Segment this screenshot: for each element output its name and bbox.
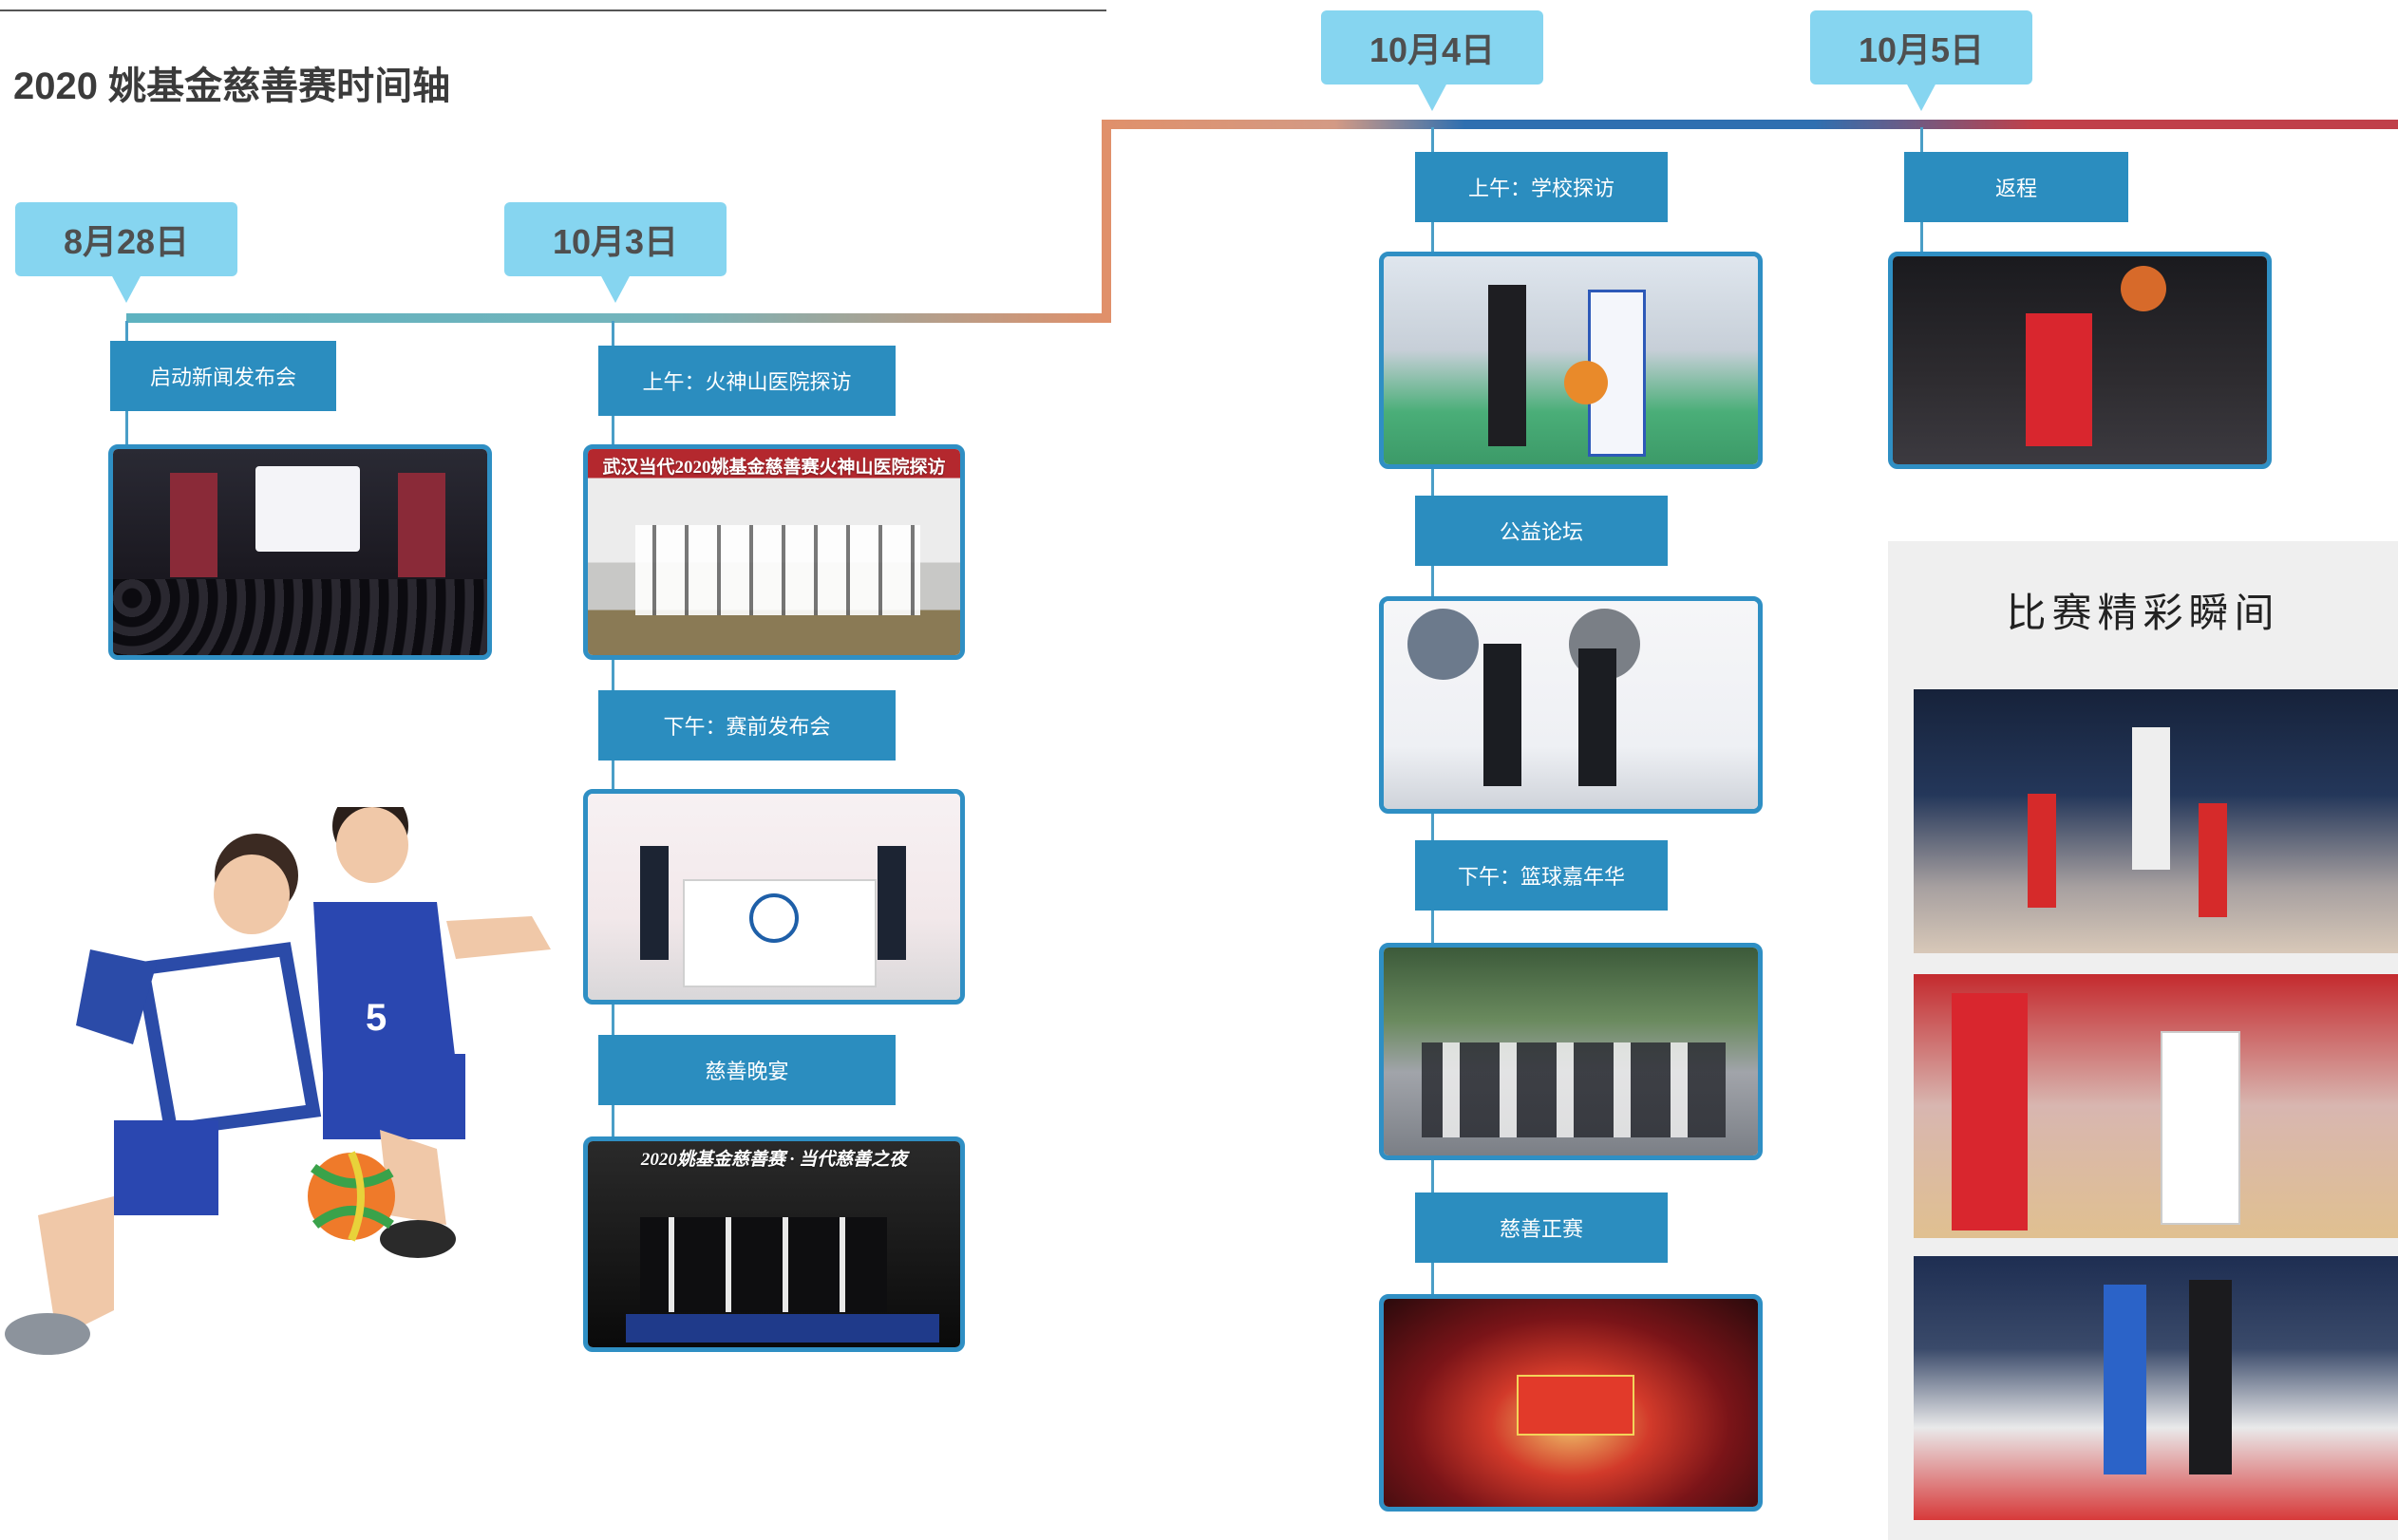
player [2132, 727, 2170, 870]
svg-text:5: 5 [366, 997, 387, 1039]
date-tag-oct5: 10月5日 [1810, 10, 2032, 111]
page-title: 2020 姚基金慈善赛时间轴 [13, 66, 451, 107]
players [1422, 1042, 1726, 1137]
person [1483, 644, 1521, 786]
player [2161, 1031, 2240, 1225]
coach [2104, 1285, 2146, 1474]
photo-carnival [1379, 943, 1763, 1160]
photo-pregame-press [583, 789, 965, 1005]
event-charity-game: 慈善正赛 [1415, 1193, 1668, 1263]
event-charity-forum: 公益论坛 [1415, 496, 1668, 566]
photo-huoshenshan-visit: 武汉当代2020姚基金慈善赛火神山医院探访 [583, 444, 965, 660]
photo-charity-forum [1379, 596, 1763, 814]
center-screen [1517, 1375, 1634, 1436]
event-launch-press: 启动新闻发布会 [110, 341, 336, 411]
photo-caption-huoshenshan: 武汉当代2020姚基金慈善赛火神山医院探访 [602, 458, 946, 478]
highlight-photo-drive [1914, 974, 2398, 1238]
timeline-lower-segment [126, 313, 1108, 323]
player [2199, 803, 2227, 917]
stage-banner-left [170, 473, 217, 577]
guests-on-stage [640, 1217, 887, 1312]
basketball [1564, 361, 1608, 404]
basketball [2121, 266, 2166, 311]
event-charity-gala: 慈善晚宴 [598, 1035, 896, 1105]
player [1952, 993, 2028, 1230]
event-pregame-press: 下午：赛前发布会 [598, 690, 896, 761]
date-tag-aug28: 8月28日 [15, 202, 237, 303]
photo-charity-gala: 2020姚基金慈善赛 · 当代慈善之夜 [583, 1136, 965, 1352]
photo-caption-gala: 2020姚基金慈善赛 · 当代慈善之夜 [640, 1150, 908, 1170]
stage-banner-right [398, 473, 445, 577]
photo-return-trip [1888, 252, 2272, 469]
timeline-riser [1102, 120, 1111, 323]
person [1578, 648, 1616, 786]
globe-logo [749, 893, 799, 943]
highlight-photo-dunk [1914, 689, 2398, 953]
coach [2189, 1280, 2232, 1474]
person [878, 846, 906, 960]
player [2028, 794, 2056, 908]
event-carnival: 下午：篮球嘉年华 [1415, 840, 1668, 911]
event-school-visit: 上午：学校探访 [1415, 152, 1668, 222]
person [640, 846, 669, 960]
highlight-photo-coaches [1914, 1256, 2398, 1520]
person [1488, 285, 1526, 446]
player [2026, 313, 2092, 446]
highlights-title: 比赛精彩瞬间 [2006, 592, 2280, 636]
date-tag-oct4: 10月4日 [1321, 10, 1543, 111]
photo-launch-press [108, 444, 492, 660]
date-tag-oct3: 10月3日 [504, 202, 727, 303]
stage-logo-text [678, 841, 868, 879]
speaker-portrait [1407, 609, 1479, 680]
event-huoshenshan-visit: 上午：火神山医院探访 [598, 346, 896, 416]
table [626, 1314, 939, 1343]
stage-screen [255, 466, 360, 552]
timeline-upper-segment [1102, 120, 2398, 129]
photo-school-visit [1379, 252, 1763, 469]
group-of-doctors [635, 525, 920, 615]
photo-charity-game [1379, 1294, 1763, 1512]
kids-basketball-illustration: 5 [5, 807, 551, 1355]
top-rule [0, 9, 1106, 11]
event-return-trip: 返程 [1904, 152, 2128, 222]
audience [113, 579, 487, 655]
